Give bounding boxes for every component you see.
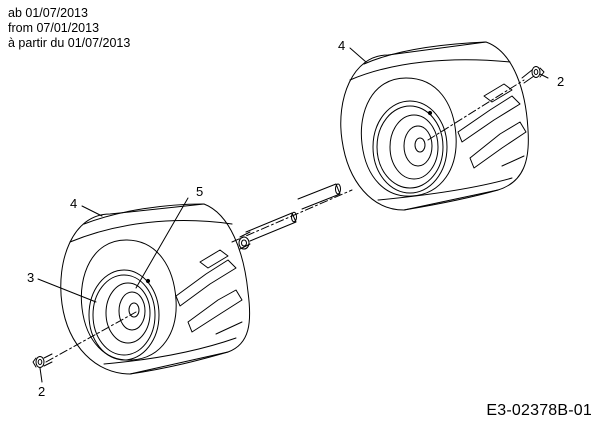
rim-right <box>372 100 448 194</box>
bolt-right <box>427 66 545 141</box>
date-line-de: ab 01/07/2013 <box>8 6 88 20</box>
date-note: ab 01/07/2013 from 07/01/2013 à partir d… <box>8 6 130 51</box>
wheel-right <box>340 41 529 211</box>
callout-rim: 3 <box>27 270 34 285</box>
rim-left <box>88 269 160 361</box>
tire-right-outline <box>340 41 529 211</box>
date-line-fr: à partir du 01/07/2013 <box>8 36 131 50</box>
wheel-left <box>60 203 251 375</box>
axle <box>231 183 353 250</box>
date-line-en: from 07/01/2013 <box>8 21 100 35</box>
callout-bolt-left: 2 <box>38 384 45 399</box>
callout-key: 5 <box>196 184 203 199</box>
drawing-number: E3-02378B-01 <box>486 402 592 419</box>
callout-tire-right: 4 <box>338 38 345 53</box>
axle-pin-hole <box>238 231 251 250</box>
leader-lines <box>37 47 549 383</box>
callout-bolt-right: 2 <box>557 74 564 89</box>
callout-tire-left: 4 <box>70 196 77 211</box>
tire-left-outline <box>60 203 251 375</box>
bolt-left <box>32 311 137 368</box>
